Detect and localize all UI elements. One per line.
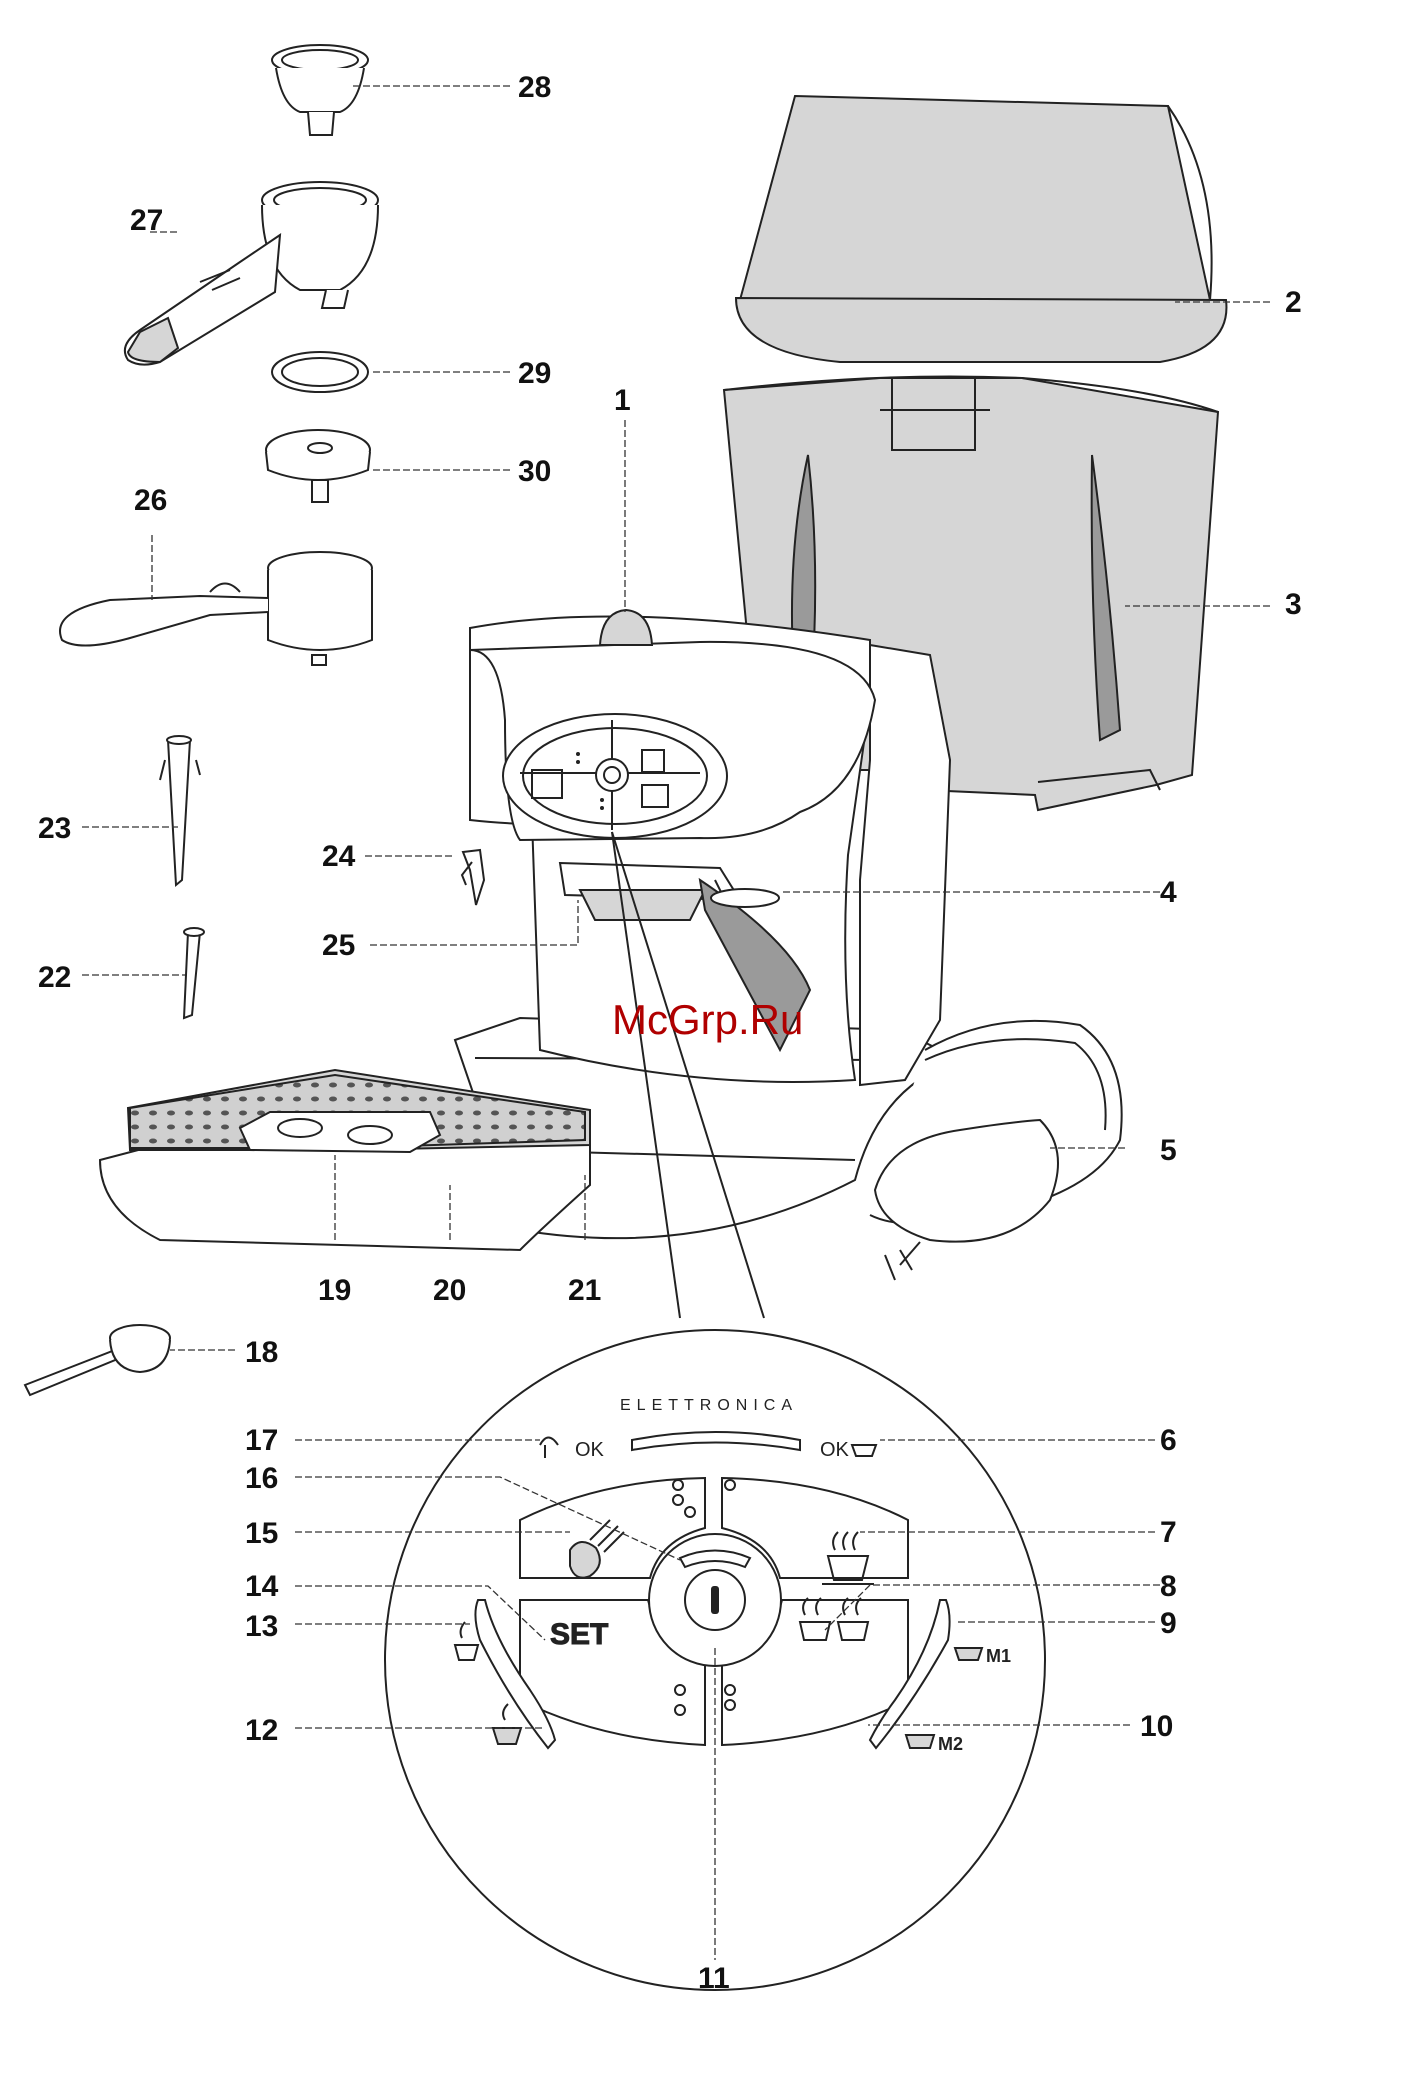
callout-12: 12 — [245, 1714, 278, 1747]
callout-10: 10 — [1140, 1710, 1173, 1743]
control-panel — [503, 714, 727, 838]
callout-28: 28 — [518, 71, 551, 104]
nozzle-22 — [184, 928, 204, 1018]
callout-21: 21 — [568, 1274, 601, 1307]
filter-28 — [272, 45, 368, 135]
callout-4: 4 — [1160, 876, 1177, 909]
callout-11: 11 — [698, 1962, 730, 1995]
ok-cup-label: OK — [820, 1439, 850, 1461]
panel-brand: ELETTRONICA — [620, 1397, 798, 1414]
callout-1: 1 — [614, 384, 631, 417]
callout-22: 22 — [38, 961, 71, 994]
callout-19: 19 — [318, 1274, 351, 1307]
callout-30: 30 — [518, 455, 551, 488]
callout-3: 3 — [1285, 588, 1302, 621]
callout-7: 7 — [1160, 1516, 1177, 1549]
callout-25: 25 — [322, 929, 355, 962]
callout-17: 17 — [245, 1424, 278, 1457]
callout-26: 26 — [134, 484, 167, 517]
callout-18: 18 — [245, 1336, 278, 1369]
ok-steam-label: OK — [575, 1439, 605, 1461]
attachment-26 — [60, 552, 372, 665]
m2-label: M2 — [938, 1734, 963, 1754]
scoop-18 — [25, 1325, 170, 1395]
callout-16: 16 — [245, 1462, 278, 1495]
callout-24: 24 — [322, 840, 356, 873]
water-tank-lid — [736, 96, 1226, 362]
watermark: McGrp.Ru — [612, 996, 803, 1043]
callout-13: 13 — [245, 1610, 278, 1643]
callout-20: 20 — [433, 1274, 466, 1307]
callout-14: 14 — [245, 1570, 279, 1603]
callout-8: 8 — [1160, 1570, 1177, 1603]
callout-27: 27 — [130, 204, 163, 237]
ring-29 — [272, 352, 368, 392]
set-label: SET — [550, 1618, 608, 1651]
callout-5: 5 — [1160, 1134, 1177, 1167]
callout-23: 23 — [38, 812, 71, 845]
adapter-30 — [266, 430, 370, 502]
tube-23 — [160, 736, 200, 885]
callout-6: 6 — [1160, 1424, 1177, 1457]
callout-9: 9 — [1160, 1607, 1177, 1640]
callout-15: 15 — [245, 1517, 278, 1550]
m1-label: M1 — [986, 1646, 1011, 1666]
callout-29: 29 — [518, 357, 551, 390]
callout-2: 2 — [1285, 286, 1302, 319]
